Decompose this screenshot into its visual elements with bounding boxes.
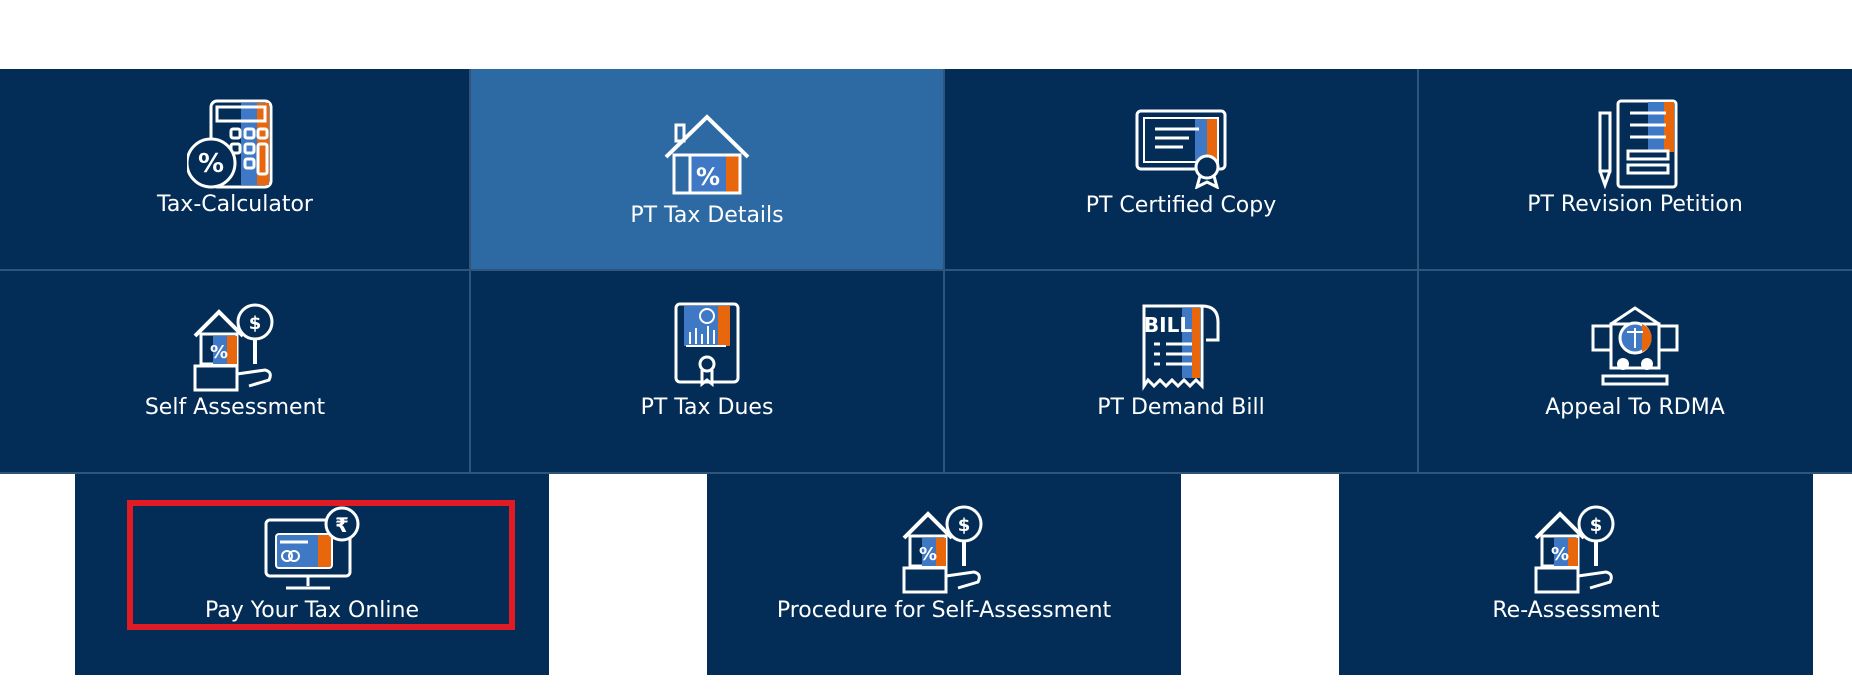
tile-tax-calculator[interactable]: % Tax-Calculator: [0, 69, 470, 270]
document-pen-icon: [1598, 99, 1678, 190]
bill-glyph: BILL: [1144, 313, 1192, 337]
monitor-card-rupee-icon: ₹: [264, 506, 360, 590]
court-scales-icon: [1591, 306, 1679, 386]
divider: [0, 269, 1852, 271]
divider: [0, 472, 1852, 474]
house-magnifier-icon: % $: [193, 303, 274, 392]
percent-glyph: %: [198, 149, 224, 179]
tile-pay-your-tax-online[interactable]: ₹ Pay Your Tax Online: [75, 474, 549, 675]
divider: [1417, 69, 1419, 473]
tile-pt-revision-petition[interactable]: PT Revision Petition: [1418, 69, 1852, 270]
divider: [469, 69, 471, 473]
percent-glyph: %: [1551, 544, 1569, 565]
divider: [943, 69, 945, 473]
house-percent-icon: %: [664, 114, 750, 195]
certificate-icon: [1135, 109, 1227, 189]
calculator-icon: %: [187, 99, 273, 189]
tile-label: Self Assessment: [144, 395, 326, 420]
tile-label: Re-Assessment: [1492, 598, 1660, 623]
tile-procedure-for-self-assessment[interactable]: % $ Procedure for Self-Assessment: [707, 474, 1181, 675]
tile-label: Procedure for Self-Assessment: [776, 598, 1112, 623]
tile-re-assessment[interactable]: % $ Re-Assessment: [1339, 474, 1813, 675]
tile-label: Pay Your Tax Online: [205, 598, 419, 623]
house-magnifier-icon: % $: [902, 505, 983, 594]
tile-pt-tax-dues[interactable]: PT Tax Dues: [470, 270, 944, 473]
percent-glyph: %: [210, 342, 228, 363]
tile-pt-certified-copy[interactable]: PT Certified Copy: [944, 69, 1418, 270]
bill-icon: BILL: [1142, 304, 1220, 391]
tile-label: PT Demand Bill: [1097, 395, 1265, 420]
dollar-glyph: $: [249, 313, 262, 334]
tile-label: Tax-Calculator: [157, 192, 313, 217]
dollar-glyph: $: [1590, 515, 1603, 536]
rupee-glyph: ₹: [335, 513, 349, 537]
house-magnifier-icon: % $: [1534, 505, 1615, 594]
tile-appeal-to-rdma[interactable]: Appeal To RDMA: [1418, 270, 1852, 473]
tile-label: PT Tax Details: [630, 203, 784, 228]
tile-pt-tax-details[interactable]: % PT Tax Details: [470, 69, 944, 270]
tile-pt-demand-bill[interactable]: BILL PT Demand Bill: [944, 270, 1418, 473]
tile-label: PT Certified Copy: [1085, 193, 1277, 218]
percent-glyph: %: [696, 163, 720, 191]
tile-label: Appeal To RDMA: [1545, 395, 1725, 420]
report-chart-icon: [674, 302, 740, 388]
percent-glyph: %: [919, 544, 937, 565]
tile-self-assessment[interactable]: % $ Self Assessment: [0, 270, 470, 473]
tile-label: PT Revision Petition: [1527, 192, 1743, 217]
tile-label: PT Tax Dues: [640, 395, 774, 420]
dollar-glyph: $: [958, 515, 971, 536]
